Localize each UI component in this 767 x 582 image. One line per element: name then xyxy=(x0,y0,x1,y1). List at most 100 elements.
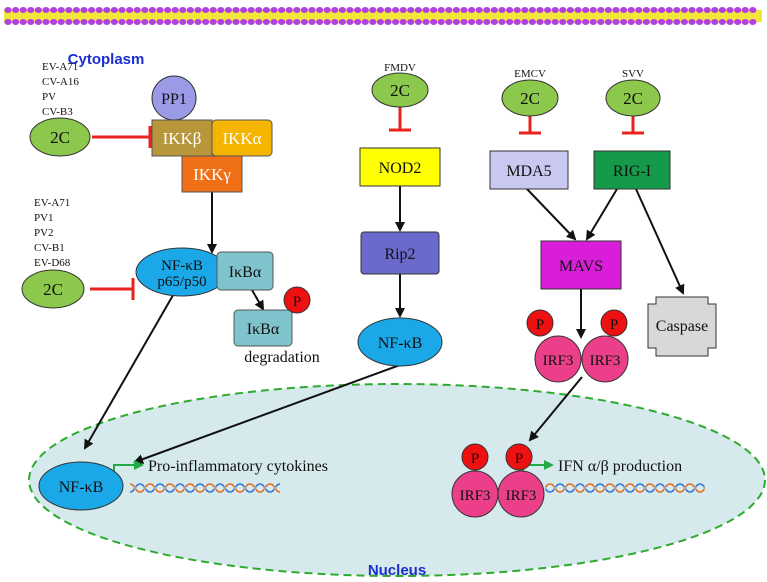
lipid-head xyxy=(202,7,210,13)
left-pathway: EV-A71 CV-A16 PV CV-B3 2C PP1 IKKβ IKKα … xyxy=(21,61,320,366)
lipid-head xyxy=(376,7,384,13)
lipid-head xyxy=(528,7,537,13)
lipid-head xyxy=(19,7,27,13)
lipid-head xyxy=(399,7,407,13)
lipid-head xyxy=(452,7,460,13)
nfkb-nuclear-node xyxy=(38,461,124,511)
viral-protein-2c xyxy=(29,117,91,157)
phosphate-marker xyxy=(526,309,554,337)
virus-label: SVV xyxy=(622,68,644,80)
lipid-head xyxy=(186,19,194,25)
cytoplasm-label: Cytoplasm xyxy=(68,51,145,68)
phosphate-marker xyxy=(600,309,628,337)
lipid-head xyxy=(718,19,727,25)
lipid-head xyxy=(673,19,681,25)
phosphate-marker xyxy=(505,443,533,471)
lipid-head xyxy=(217,7,225,13)
lipid-head xyxy=(696,19,704,25)
viral-protein-2c xyxy=(501,79,559,117)
lipid-head xyxy=(255,19,263,25)
lipid-head xyxy=(316,19,324,25)
lipid-head xyxy=(658,19,666,25)
viral-protein-2c xyxy=(605,79,661,117)
lipid-head xyxy=(278,19,286,25)
nfkb-label: NF-κB xyxy=(161,258,203,274)
lipid-head xyxy=(255,7,263,13)
dna-strand xyxy=(130,478,280,496)
lipid-head xyxy=(612,7,620,13)
lipid-head xyxy=(566,7,575,13)
lipid-head xyxy=(110,7,118,13)
lipid-head xyxy=(126,7,134,13)
middle-pathway: FMDV 2C NOD2 Rip2 NF-κB xyxy=(357,62,443,367)
inhibit-2c-nod2 xyxy=(389,104,411,132)
lipid-head xyxy=(498,19,506,25)
irf3-label: IRF3 xyxy=(506,488,537,504)
lipid-head xyxy=(42,7,50,13)
lipid-head xyxy=(95,19,103,25)
pp1-label: PP1 xyxy=(161,91,187,108)
lipid-head xyxy=(703,7,711,13)
virus-label: PV xyxy=(42,91,56,103)
lipid-head xyxy=(635,7,643,13)
cell-membrane xyxy=(4,7,762,25)
lipid-head xyxy=(369,19,377,25)
phosphate-marker xyxy=(283,286,311,314)
nod2-label: NOD2 xyxy=(379,160,422,177)
virus-label: EMCV xyxy=(514,68,546,80)
lipid-head xyxy=(361,7,369,13)
virus-label: CV-B1 xyxy=(34,242,65,254)
lipid-head xyxy=(141,19,149,25)
lipid-head xyxy=(308,19,316,25)
lipid-head xyxy=(300,19,308,25)
lipid-head xyxy=(103,7,111,13)
nfkb-subunit-label: p65/p50 xyxy=(157,274,206,290)
lipid-head xyxy=(528,19,537,25)
lipid-head xyxy=(498,7,506,13)
lipid-head xyxy=(718,7,727,13)
lipid-head xyxy=(414,19,422,25)
irf3-node xyxy=(534,335,582,383)
arrow-irf3-nucleus xyxy=(528,376,583,442)
lipid-head xyxy=(749,19,757,25)
lipid-head xyxy=(658,7,666,13)
lipid-head xyxy=(468,19,476,25)
lipid-head xyxy=(308,7,316,13)
lipid-head xyxy=(490,19,498,25)
lipid-head xyxy=(741,7,749,13)
lipid-head xyxy=(240,7,248,13)
lipid-head xyxy=(726,7,734,13)
lipid-head xyxy=(179,7,187,13)
lipid-head xyxy=(164,7,172,13)
lipid-head xyxy=(589,7,597,13)
lipid-head xyxy=(34,7,43,13)
lipid-head xyxy=(392,7,400,13)
lipid-head xyxy=(430,19,438,25)
lipid-head xyxy=(110,19,118,25)
lipid-head xyxy=(734,19,742,25)
virus-label: EV-A71 xyxy=(34,197,70,209)
irf3-label: IRF3 xyxy=(460,488,491,504)
lipid-head xyxy=(483,19,491,25)
ikba-node xyxy=(216,251,274,291)
lipid-head xyxy=(338,19,346,25)
nucleus-label: Nucleus xyxy=(368,562,426,579)
lipid-head xyxy=(650,7,658,13)
virus-label: EV-D68 xyxy=(34,257,71,269)
lipid-head xyxy=(407,19,415,25)
lipid-head xyxy=(19,19,27,25)
lipid-head xyxy=(148,7,156,13)
lipid-head xyxy=(521,19,529,25)
lipid-head xyxy=(430,7,438,13)
arrow-mda5-mavs xyxy=(526,188,577,241)
lipid-head xyxy=(224,19,232,25)
lipid-head xyxy=(452,19,460,25)
virus-label: EV-A71 xyxy=(42,61,78,73)
lipid-head xyxy=(179,19,187,25)
lipid-head xyxy=(437,7,445,13)
lipid-head xyxy=(437,19,445,25)
ikba-phospho-label: IκBα xyxy=(247,321,280,338)
lipid-head xyxy=(80,19,88,25)
lipid-head xyxy=(620,19,628,25)
